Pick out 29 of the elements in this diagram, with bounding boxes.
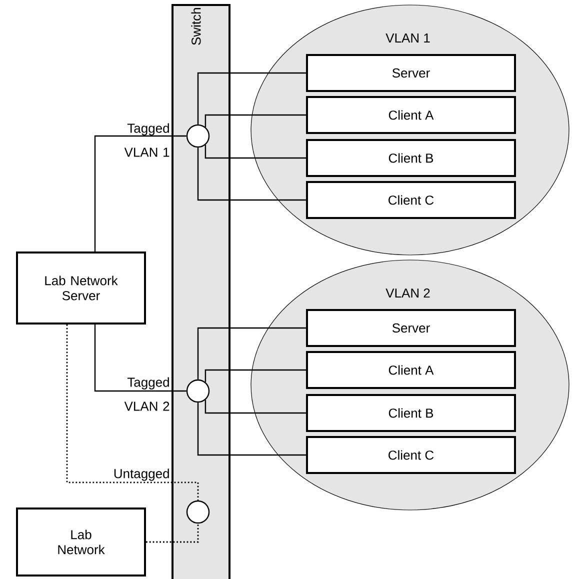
host-box: Client B <box>306 394 516 432</box>
port-circle <box>186 379 210 403</box>
server-box: Lab Network <box>16 508 146 576</box>
connector-line <box>66 324 199 500</box>
edge-label: Tagged VLAN 1 <box>124 123 170 157</box>
edge-label: Tagged VLAN 2 <box>124 377 170 411</box>
connector-line <box>146 524 199 543</box>
connector-line <box>204 144 306 159</box>
connector-line <box>197 327 306 380</box>
host-box: Server <box>306 54 516 92</box>
connector-line <box>204 369 306 382</box>
host-box: Client C <box>306 181 516 219</box>
connector-line <box>94 135 186 252</box>
host-box: Client A <box>306 96 516 134</box>
connector-line <box>204 114 306 128</box>
connector-line <box>197 402 306 456</box>
server-box: Lab Network Server <box>16 252 146 324</box>
connector-line <box>204 400 306 414</box>
edge-label: Untagged <box>114 468 169 481</box>
switch-band: Switch <box>172 4 230 579</box>
connector-line <box>94 324 186 392</box>
connector-line <box>197 72 306 124</box>
host-box: Client B <box>306 139 516 177</box>
host-box: Client A <box>306 351 516 389</box>
host-box: Server <box>306 309 516 347</box>
port-circle <box>186 124 210 148</box>
connector-line <box>197 148 306 201</box>
host-box: Client C <box>306 436 516 474</box>
port-circle <box>186 500 210 524</box>
